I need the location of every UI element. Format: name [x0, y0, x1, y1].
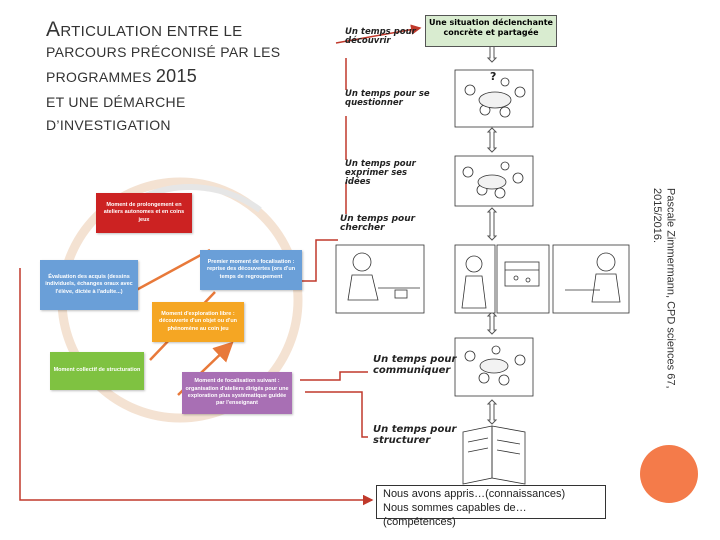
title-line-2: PARCOURS PRÉCONISÉ PAR LES — [46, 44, 281, 60]
illustration-chercher-3 — [496, 244, 550, 314]
illustration-communiquer — [454, 337, 534, 397]
stage-communiquer: Un temps pour communiquer — [373, 354, 457, 376]
stage-questionner: Un temps pour se questionner — [345, 89, 430, 108]
summary-line-connaissances: Nous avons appris…(connaissances) — [383, 488, 566, 500]
situation-box: Une situation déclenchante concrète et p… — [425, 15, 557, 47]
illustration-group-ideas — [454, 155, 534, 207]
illustration-chercher-1 — [335, 244, 425, 314]
stage-chercher: Un temps pour chercher — [340, 214, 416, 234]
stage-structurer: Un temps pour structurer — [373, 424, 457, 446]
title-line-1: ARTICULATION ENTRE LE — [46, 18, 243, 41]
illustration-question — [454, 69, 534, 128]
stage-decouvrir: Un temps pour découvrir — [345, 27, 416, 46]
illustration-chercher-2 — [454, 244, 496, 314]
box-exploration-libre: Moment d'exploration libre : découverte … — [152, 302, 244, 342]
summary-box: Nous avons appris…(connaissances) Nous s… — [376, 485, 606, 528]
title-line-5: D’INVESTIGATION — [46, 117, 171, 133]
title-line-3: PROGRAMMES 2015 — [46, 66, 198, 86]
red-connectors — [19, 24, 422, 506]
illustration-chercher-4 — [552, 244, 630, 314]
box-focalisation-suivant: Moment de focalisation suivant : organis… — [182, 372, 292, 414]
box-premier-focalisation: Premier moment de focalisation : reprise… — [200, 250, 302, 290]
box-evaluation-acquis: Évaluation des acquis (dessins individue… — [40, 260, 138, 310]
credit-text: Pascale Zimmermann, CPD sciences 67, 201… — [651, 188, 677, 389]
question-mark: ? — [490, 70, 496, 83]
box-moment-collectif: Moment collectif de structuration — [50, 352, 144, 390]
stage-exprimer: Un temps pour exprimer ses idées — [345, 159, 416, 187]
title-line-4: ET UNE DÉMARCHE — [46, 94, 186, 110]
decorative-orange-circle — [640, 445, 698, 503]
illustration-notebook — [462, 425, 526, 485]
summary-line-competences: Nous sommes capables de…(compétences) — [383, 501, 527, 528]
box-moment-prolongement: Moment de prolongement en ateliers auton… — [96, 193, 192, 233]
cycle-arc — [143, 184, 262, 213]
